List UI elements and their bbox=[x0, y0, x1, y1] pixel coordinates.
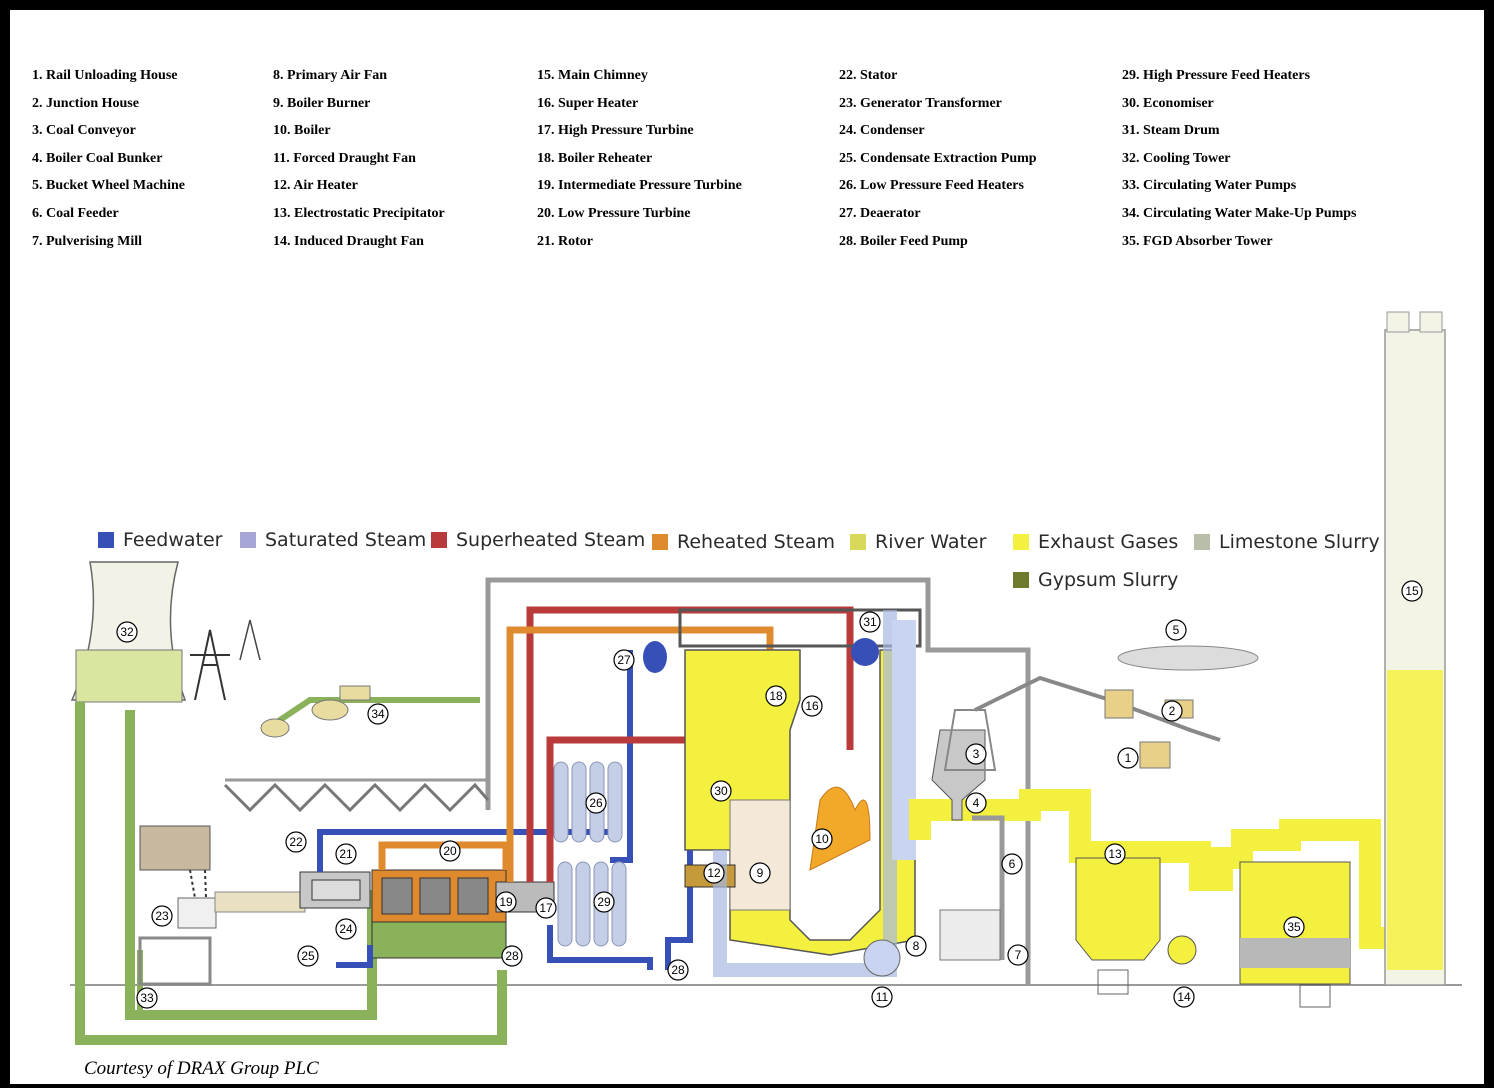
legend-label: Saturated Steam bbox=[265, 529, 426, 551]
swatch-superheated-steam bbox=[431, 532, 447, 548]
legend-item: Feedwater bbox=[98, 529, 222, 551]
legend-label: River Water bbox=[875, 531, 986, 553]
swatch-limestone-slurry bbox=[1194, 534, 1210, 550]
legend-label: Reheated Steam bbox=[677, 531, 835, 553]
legend-item: Gypsum Slurry bbox=[1013, 569, 1178, 591]
legend-label: Limestone Slurry bbox=[1219, 531, 1380, 553]
credit-caption: Courtesy of DRAX Group PLC bbox=[84, 1058, 319, 1080]
legend-item: River Water bbox=[850, 531, 986, 553]
swatch-exhaust-gases bbox=[1013, 534, 1029, 550]
swatch-gypsum-slurry bbox=[1013, 572, 1029, 588]
swatch-saturated-steam bbox=[240, 532, 256, 548]
legend-label: Feedwater bbox=[123, 529, 222, 551]
swatch-river-water bbox=[850, 534, 866, 550]
legend-item: Reheated Steam bbox=[652, 531, 835, 553]
legend-label: Superheated Steam bbox=[456, 529, 645, 551]
diagram-frame: 1. Rail Unloading House 2. Junction Hous… bbox=[10, 10, 1484, 1084]
legend-item: Superheated Steam bbox=[431, 529, 645, 551]
swatch-feedwater bbox=[98, 532, 114, 548]
legend-label: Gypsum Slurry bbox=[1038, 569, 1178, 591]
legend-item: Saturated Steam bbox=[240, 529, 426, 551]
legend-item: Exhaust Gases bbox=[1013, 531, 1178, 553]
legend: Feedwater Saturated Steam Superheated St… bbox=[10, 10, 1484, 1084]
swatch-reheated-steam bbox=[652, 534, 668, 550]
legend-item: Limestone Slurry bbox=[1194, 531, 1380, 553]
legend-label: Exhaust Gases bbox=[1038, 531, 1178, 553]
